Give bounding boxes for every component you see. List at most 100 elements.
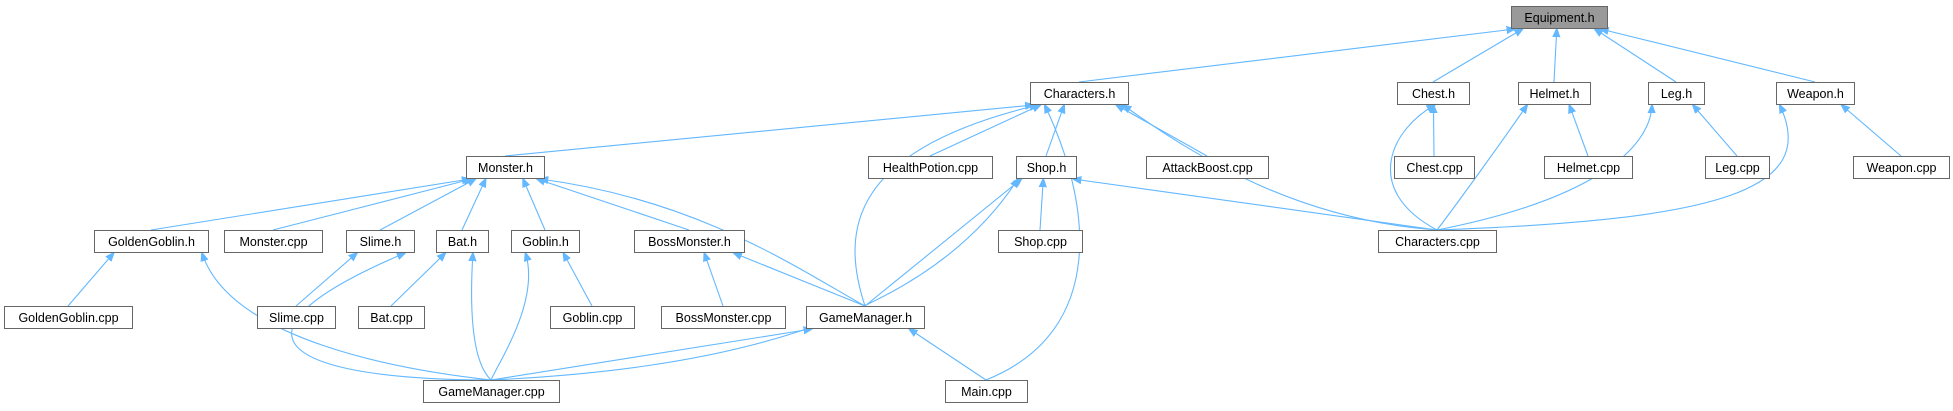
node-box	[1544, 156, 1633, 179]
node-label: Shop.h	[1027, 161, 1067, 175]
edge-characters-cpp-to-helmet-h	[1436, 105, 1527, 231]
node-label: GoldenGoblin.h	[108, 235, 195, 249]
node-chest-h[interactable]: Chest.h	[1397, 82, 1470, 105]
edge-bossmonster-cpp-to-bossmonster-h	[704, 253, 724, 307]
node-equipment-h[interactable]: Equipment.h	[1511, 6, 1608, 29]
node-characters-cpp[interactable]: Characters.cpp	[1378, 230, 1497, 253]
edge-goblin-cpp-to-goblin-h	[563, 253, 593, 307]
node-label: Helmet.h	[1529, 87, 1579, 101]
edge-bossmonster-h-to-monster-h	[537, 179, 690, 231]
node-label: AttackBoost.cpp	[1162, 161, 1252, 175]
node-chest-cpp[interactable]: Chest.cpp	[1394, 156, 1475, 179]
node-box	[358, 306, 425, 329]
node-box	[1511, 6, 1608, 29]
node-goldengoblin-h[interactable]: GoldenGoblin.h	[94, 230, 209, 253]
node-box	[1146, 156, 1269, 179]
node-label: Chest.cpp	[1406, 161, 1462, 175]
node-monster-h[interactable]: Monster.h	[466, 156, 545, 179]
node-gamemanager-h[interactable]: GameManager.h	[806, 306, 925, 329]
node-weapon-cpp[interactable]: Weapon.cpp	[1853, 156, 1950, 179]
node-box	[436, 230, 489, 253]
node-leg-h[interactable]: Leg.h	[1648, 82, 1705, 105]
edge-goldengoblin-cpp-to-goldengoblin-h	[67, 253, 114, 307]
edge-gamemanager-cpp-to-goldengoblin-h	[202, 253, 492, 381]
node-label: Helmet.cpp	[1557, 161, 1620, 175]
node-bossmonster-h[interactable]: BossMonster.h	[634, 230, 745, 253]
edge-characters-cpp-to-chest-h	[1389, 105, 1438, 231]
node-characters-h[interactable]: Characters.h	[1030, 82, 1129, 105]
node-label: Main.cpp	[961, 385, 1012, 399]
node-label: Leg.h	[1661, 87, 1692, 101]
node-box	[1397, 82, 1470, 105]
node-weapon-h[interactable]: Weapon.h	[1776, 82, 1855, 105]
node-shop-h[interactable]: Shop.h	[1016, 156, 1077, 179]
node-helmet-cpp[interactable]: Helmet.cpp	[1544, 156, 1633, 179]
node-box	[1016, 156, 1077, 179]
edge-gamemanager-cpp-to-slime-h	[291, 253, 492, 381]
edge-gamemanager-cpp-to-bat-h	[472, 253, 492, 381]
edge-chest-h-to-equipment-h	[1432, 29, 1523, 83]
node-attackboost-cpp[interactable]: AttackBoost.cpp	[1146, 156, 1269, 179]
edge-characters-cpp-to-weapon-h	[1436, 105, 1789, 231]
node-box	[511, 230, 580, 253]
node-box	[94, 230, 209, 253]
node-bossmonster-cpp[interactable]: BossMonster.cpp	[661, 306, 786, 329]
node-shop-cpp[interactable]: Shop.cpp	[998, 230, 1083, 253]
node-label: Slime.h	[360, 235, 402, 249]
edges-layer	[67, 29, 1902, 381]
edge-leg-cpp-to-leg-h	[1693, 105, 1738, 157]
node-box	[634, 230, 745, 253]
edge-main-cpp-to-characters-h	[985, 105, 1081, 381]
node-leg-cpp[interactable]: Leg.cpp	[1705, 156, 1770, 179]
edge-leg-h-to-equipment-h	[1595, 29, 1677, 83]
node-label: Leg.cpp	[1715, 161, 1760, 175]
node-label: Bat.cpp	[370, 311, 412, 325]
node-helmet-h[interactable]: Helmet.h	[1518, 82, 1591, 105]
node-label: Bat.h	[448, 235, 477, 249]
edge-slime-cpp-to-slime-h	[295, 253, 357, 307]
node-main-cpp[interactable]: Main.cpp	[945, 380, 1028, 403]
edge-monster-h-to-characters-h	[504, 105, 1033, 157]
node-box	[423, 380, 560, 403]
node-box	[1648, 82, 1705, 105]
node-bat-cpp[interactable]: Bat.cpp	[358, 306, 425, 329]
node-goblin-h[interactable]: Goblin.h	[511, 230, 580, 253]
edge-slime-h-to-monster-h	[379, 179, 475, 231]
edge-characters-cpp-to-shop-h	[1073, 179, 1438, 231]
node-slime-cpp[interactable]: Slime.cpp	[257, 306, 336, 329]
edge-helmet-h-to-equipment-h	[1554, 29, 1557, 83]
edge-characters-cpp-to-characters-h	[1123, 105, 1438, 231]
node-label: Chest.h	[1412, 87, 1455, 101]
node-goblin-cpp[interactable]: Goblin.cpp	[550, 306, 635, 329]
node-label: Monster.cpp	[239, 235, 307, 249]
edge-chest-cpp-to-chest-h	[1433, 105, 1434, 157]
node-box	[661, 306, 786, 329]
edge-gamemanager-h-to-bossmonster-h	[734, 253, 866, 307]
node-box	[868, 156, 993, 179]
node-healthpotion-cpp[interactable]: HealthPotion.cpp	[868, 156, 993, 179]
node-box	[257, 306, 336, 329]
node-label: HealthPotion.cpp	[883, 161, 978, 175]
node-label: BossMonster.h	[648, 235, 731, 249]
node-gamemanager-cpp[interactable]: GameManager.cpp	[423, 380, 560, 403]
edge-goldengoblin-h-to-monster-h	[150, 179, 470, 231]
node-bat-h[interactable]: Bat.h	[436, 230, 489, 253]
node-label: GameManager.cpp	[438, 385, 544, 399]
node-box	[806, 306, 925, 329]
edge-weapon-cpp-to-weapon-h	[1842, 105, 1902, 157]
node-label: Characters.h	[1044, 87, 1116, 101]
node-goldengoblin-cpp[interactable]: GoldenGoblin.cpp	[4, 306, 133, 329]
node-label: GoldenGoblin.cpp	[18, 311, 118, 325]
node-box	[4, 306, 133, 329]
node-box	[346, 230, 415, 253]
node-slime-h[interactable]: Slime.h	[346, 230, 415, 253]
node-label: Weapon.h	[1787, 87, 1844, 101]
edge-main-cpp-to-gamemanager-h	[909, 329, 987, 381]
node-monster-cpp[interactable]: Monster.cpp	[224, 230, 323, 253]
node-box	[998, 230, 1083, 253]
edge-bat-h-to-monster-h	[461, 179, 486, 231]
edge-gamemanager-cpp-to-shop-h	[490, 179, 1018, 381]
node-label: Characters.cpp	[1395, 235, 1480, 249]
